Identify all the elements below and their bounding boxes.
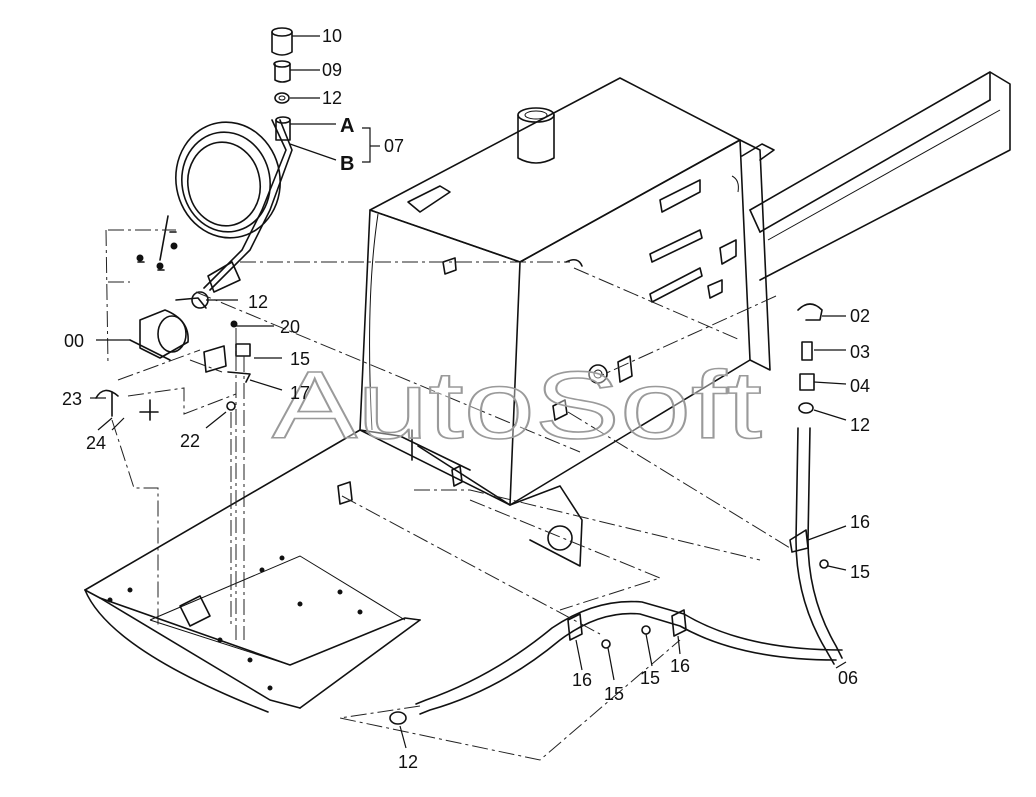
callout-labels: 10 09 12 A B 07 12 00 20 15 17 23 24 22 … (62, 26, 870, 772)
floor-plate (84, 429, 471, 713)
callout-09: 09 (322, 60, 342, 80)
right-hose (789, 303, 843, 665)
callout-16-right: 16 (850, 512, 870, 532)
callout-03: 03 (850, 342, 870, 362)
routing-lines (105, 229, 791, 761)
callout-04: 04 (850, 376, 870, 396)
callout-12-bottom: 12 (398, 752, 418, 772)
watermark-text: AutoSoft (272, 352, 762, 459)
callout-24: 24 (86, 433, 106, 453)
leader-lines (90, 35, 847, 749)
callout-17: 17 (290, 383, 310, 403)
callout-16-center: 16 (670, 656, 690, 676)
callout-12-right: 12 (850, 415, 870, 435)
callout-15-centerleft: 15 (640, 668, 660, 688)
callout-10: 10 (322, 26, 342, 46)
callout-00: 00 (64, 331, 84, 351)
boom-frame (749, 71, 1011, 281)
hose-coil (175, 119, 293, 293)
callout-B: B (340, 153, 354, 175)
callout-12-mid: 12 (248, 292, 268, 312)
bottom-hose (389, 600, 843, 725)
callout-12-top: 12 (322, 88, 342, 108)
callout-02: 02 (850, 306, 870, 326)
callout-15-solenoid: 15 (290, 349, 310, 369)
callout-15-center: 15 (604, 684, 624, 704)
solenoid-pump (95, 215, 251, 421)
top-fittings (271, 27, 293, 141)
callout-22: 22 (180, 431, 200, 451)
callout-07: 07 (384, 136, 404, 156)
callout-A: A (340, 115, 354, 137)
callout-20: 20 (280, 317, 300, 337)
callout-23: 23 (62, 389, 82, 409)
callout-06: 06 (838, 668, 858, 688)
callout-16-left: 16 (572, 670, 592, 690)
callout-15-right: 15 (850, 562, 870, 582)
fuel-tank (337, 77, 775, 567)
